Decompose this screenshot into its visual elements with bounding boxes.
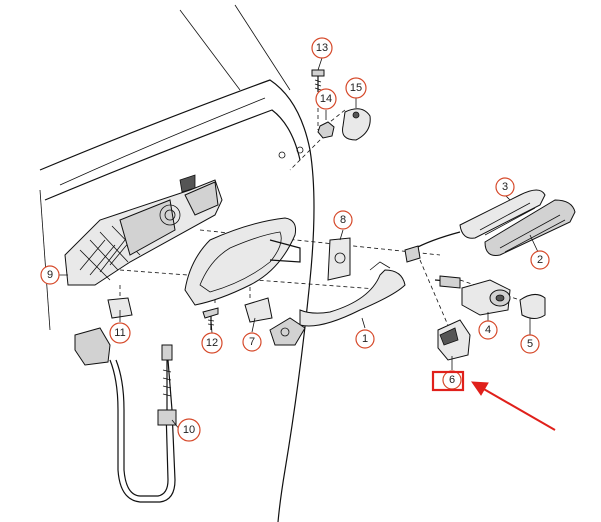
callout-8-label: 8 xyxy=(340,214,346,226)
nut-part xyxy=(317,121,335,139)
clip-part xyxy=(244,297,273,323)
recess-frame xyxy=(184,217,301,306)
callout-6-label: 6 xyxy=(449,374,455,386)
callout-3: 3 xyxy=(495,177,515,197)
callout-14: 14 xyxy=(315,88,337,110)
end-cap-part xyxy=(437,319,471,361)
outer-handle-part xyxy=(269,261,406,346)
screw-part-lower xyxy=(202,307,219,330)
callout-8: 8 xyxy=(333,210,353,230)
screw-part xyxy=(311,69,325,92)
callout-13-label: 13 xyxy=(316,42,328,54)
callout-14-label: 14 xyxy=(320,93,332,105)
callout-9-label: 9 xyxy=(47,269,53,281)
small-clip-part xyxy=(107,297,133,319)
callout-3-label: 3 xyxy=(502,181,508,193)
lock-cap-part xyxy=(519,294,546,319)
callout-leaders xyxy=(50,57,539,431)
callout-15-label: 15 xyxy=(350,82,362,94)
gasket-part xyxy=(327,237,351,281)
callout-7: 7 xyxy=(242,332,262,352)
handle-cover-parts xyxy=(404,189,576,263)
callout-4: 4 xyxy=(478,320,498,340)
pointer-arrow xyxy=(471,381,556,431)
callout-2: 2 xyxy=(530,250,550,270)
callout-4-label: 4 xyxy=(485,324,491,336)
callout-5: 5 xyxy=(520,334,540,354)
callout-10: 10 xyxy=(177,418,201,442)
door-panel xyxy=(39,4,315,522)
cable-part xyxy=(74,327,177,503)
lock-cylinder-part xyxy=(434,275,511,316)
handle-carrier-part xyxy=(64,174,223,286)
callout-10-label: 10 xyxy=(183,424,195,436)
callout-13: 13 xyxy=(311,37,333,59)
callout-6: 6 xyxy=(442,370,462,390)
callout-7-label: 7 xyxy=(249,336,255,348)
callout-2-label: 2 xyxy=(537,254,543,266)
callout-12: 12 xyxy=(201,332,223,354)
highlight-box xyxy=(431,370,465,392)
callout-15: 15 xyxy=(345,77,367,99)
callout-12-label: 12 xyxy=(206,337,218,349)
callout-1: 1 xyxy=(355,329,375,349)
cap-part xyxy=(342,108,371,141)
callout-1-label: 1 xyxy=(362,333,368,345)
callout-11-label: 11 xyxy=(114,327,125,339)
callout-11: 11 xyxy=(109,322,131,344)
callout-9: 9 xyxy=(40,265,60,285)
callout-5-label: 5 xyxy=(527,338,533,350)
